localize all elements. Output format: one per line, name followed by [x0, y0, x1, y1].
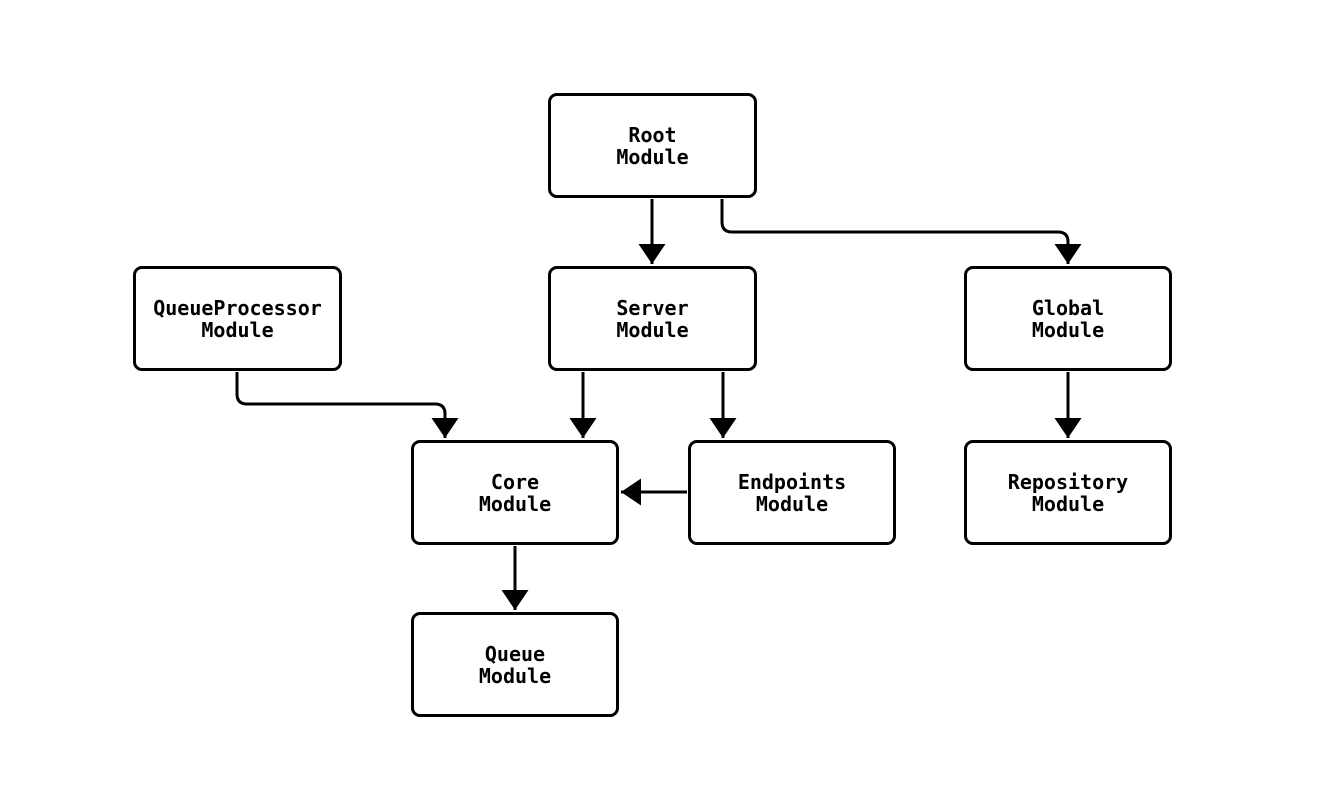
node-root: Root Module: [548, 93, 757, 198]
node-label: Core Module: [478, 469, 552, 516]
edge-queueprocessor-core: [235, 372, 459, 438]
node-label: Repository Module: [1007, 469, 1129, 516]
node-queueprocessor: QueueProcessor Module: [133, 266, 342, 371]
node-label: Endpoints Module: [737, 469, 847, 516]
node-label: Server Module: [616, 295, 689, 342]
node-label: Global Module: [1031, 295, 1105, 342]
node-server: Server Module: [548, 266, 757, 371]
node-endpoints: Endpoints Module: [688, 440, 896, 545]
node-queue: Queue Module: [411, 612, 619, 717]
node-label: QueueProcessor Module: [153, 295, 322, 342]
edge-root-global: [720, 199, 1082, 264]
node-label: Queue Module: [478, 641, 552, 688]
node-core: Core Module: [411, 440, 619, 545]
node-repository: Repository Module: [964, 440, 1172, 545]
node-global: Global Module: [964, 266, 1172, 371]
node-label: Root Module: [616, 122, 689, 169]
